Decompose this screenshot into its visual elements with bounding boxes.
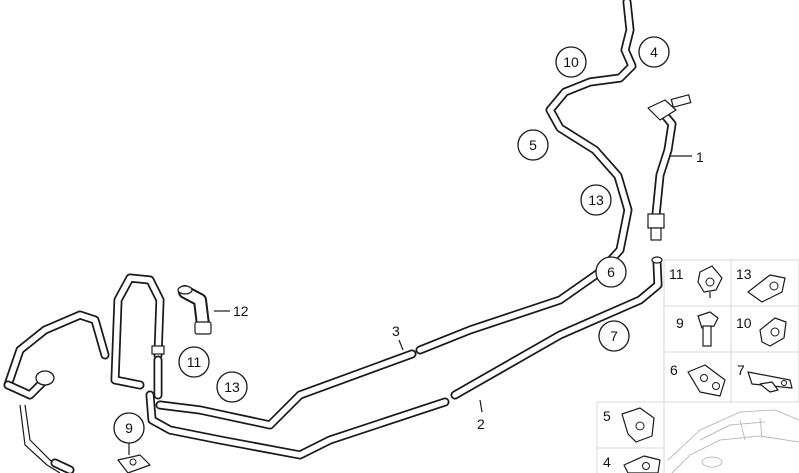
panel-label-11: 11 <box>669 266 684 282</box>
panel-part-11-clip <box>697 265 723 298</box>
callout-10-label: 10 <box>563 54 579 70</box>
leader-3 <box>398 339 404 351</box>
callout-11: 11 <box>178 346 210 378</box>
hose-3 <box>155 349 417 430</box>
callout-7-label: 7 <box>610 328 618 344</box>
panel-part-13-clip <box>747 274 786 303</box>
panel-part-6-clip <box>687 364 726 397</box>
leader-2 <box>479 399 483 413</box>
callout-4-label: 4 <box>650 44 658 60</box>
callout-13a-label: 13 <box>588 192 604 208</box>
callout-4: 4 <box>638 36 670 68</box>
hose-2 <box>145 390 450 460</box>
label-2: 2 <box>477 416 485 432</box>
part-1-line <box>647 94 692 241</box>
callout-10: 10 <box>555 46 587 78</box>
hose-left-loop <box>3 273 165 473</box>
panel-part-10-clip <box>759 317 787 347</box>
callout-9: 9 <box>113 412 145 444</box>
callout-5: 5 <box>517 129 549 161</box>
callout-6-label: 6 <box>607 264 615 280</box>
callout-7: 7 <box>598 320 630 352</box>
callout-11-label: 11 <box>187 354 202 370</box>
callout-13-lower: 13 <box>216 371 248 403</box>
panel-part-5-clip <box>621 407 655 443</box>
label-3: 3 <box>392 323 400 339</box>
callout-6: 6 <box>595 256 627 288</box>
panel-part-7-clip <box>747 371 793 393</box>
panel-label-6: 6 <box>670 362 678 378</box>
callout-5-label: 5 <box>529 137 537 153</box>
callout-13b-label: 13 <box>224 379 240 395</box>
panel-part-9-bolt <box>697 311 719 347</box>
part-9-clip <box>117 442 151 473</box>
panel-label-5: 5 <box>603 408 611 424</box>
panel-label-7: 7 <box>737 362 745 378</box>
hose-main-upper <box>415 0 637 355</box>
panel-label-10: 10 <box>736 315 752 331</box>
panel-label-4: 4 <box>603 454 611 470</box>
panel-part-4-clip <box>623 455 661 473</box>
part-12-hose <box>177 285 230 335</box>
panel-label-13: 13 <box>736 266 752 282</box>
callout-9-label: 9 <box>125 420 133 436</box>
parts-panel: 11 13 9 10 6 7 <box>596 259 799 473</box>
hose-7 <box>450 256 663 400</box>
label-1: 1 <box>696 149 704 165</box>
callout-13-upper: 13 <box>580 184 612 216</box>
panel-label-9: 9 <box>676 315 684 331</box>
label-12: 12 <box>233 303 249 319</box>
car-silhouette <box>667 409 799 473</box>
